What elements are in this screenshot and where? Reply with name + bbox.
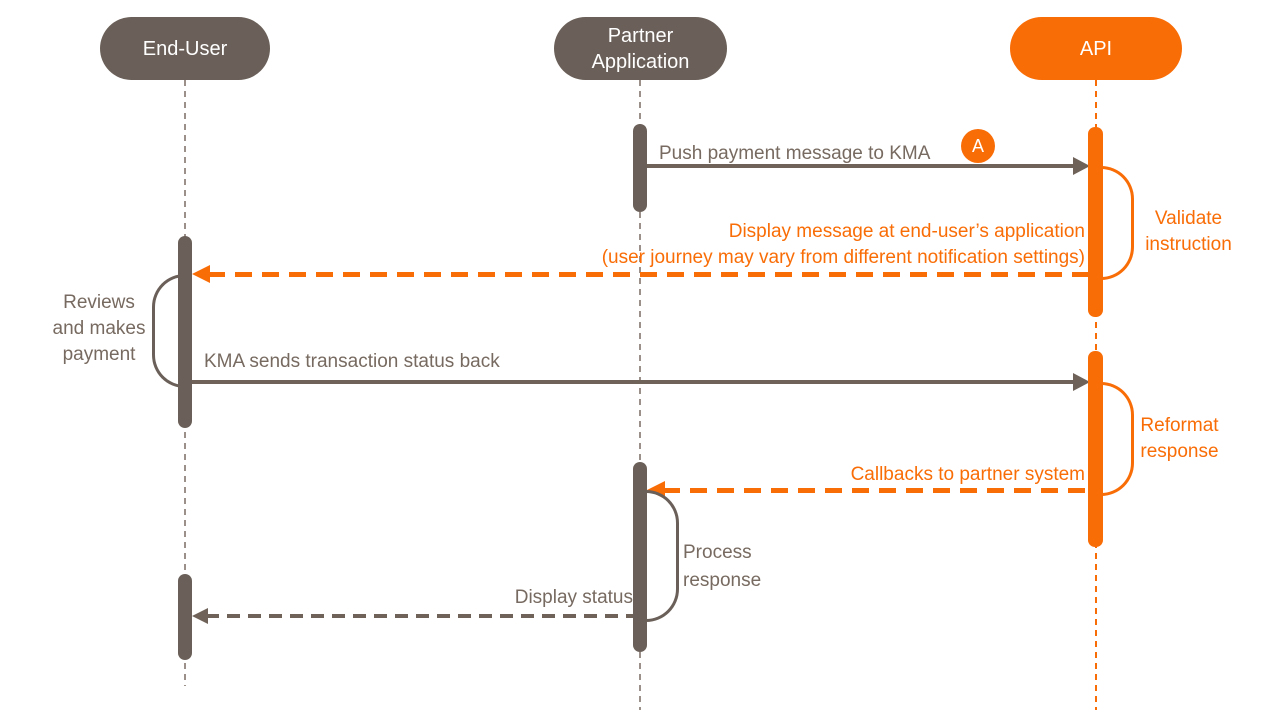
message-push-payment-line	[647, 164, 1075, 168]
activation-partner-2	[633, 462, 647, 652]
activation-end-user-1	[178, 236, 192, 428]
lifeline-partner-application	[639, 80, 641, 710]
activation-api-1	[1088, 127, 1103, 317]
actor-end-user-label: End-User	[142, 37, 228, 60]
step-a-badge: A	[961, 129, 995, 163]
process-response-label: Process response	[683, 542, 762, 591]
message-display-message-line1: Display message at end-user’s applicatio…	[728, 221, 1085, 242]
message-display-message-line2: (user journey may vary from different no…	[601, 247, 1085, 268]
activation-api-2	[1088, 351, 1103, 547]
message-callbacks-line	[663, 488, 1088, 493]
actor-partner-application-label: Partner Application	[591, 24, 690, 73]
reformat-response-label: Reformat response	[1140, 415, 1219, 462]
step-a-badge-label: A	[971, 135, 984, 156]
self-loop-process-response	[646, 490, 679, 622]
message-callbacks-label: Callbacks to partner system	[850, 464, 1085, 485]
message-push-payment-label: Push payment message to KMA	[659, 143, 931, 164]
activation-partner-1	[633, 124, 647, 212]
reviews-payment-label: Reviews and makes payment	[52, 292, 146, 365]
message-kma-status-arrowhead	[1073, 373, 1090, 391]
message-display-status-label: Display status	[514, 587, 633, 608]
message-display-message-arrowhead	[192, 265, 210, 283]
actor-api-label: API	[1079, 37, 1113, 60]
actor-partner-application: Partner Application	[554, 17, 727, 80]
message-display-status-arrowhead	[192, 608, 208, 624]
actor-end-user: End-User	[100, 17, 270, 80]
validate-instruction-label: Validate instruction	[1145, 208, 1232, 255]
activation-end-user-2	[178, 574, 192, 660]
message-display-status-line	[206, 614, 634, 618]
message-kma-status-label: KMA sends transaction status back	[204, 351, 500, 372]
message-display-message-line	[208, 272, 1088, 277]
message-push-payment-arrowhead	[1073, 157, 1090, 175]
message-display-message-label: Display message at end-user’s applicatio…	[485, 219, 1085, 271]
actor-api: API	[1010, 17, 1182, 80]
message-kma-status-line	[192, 380, 1075, 384]
